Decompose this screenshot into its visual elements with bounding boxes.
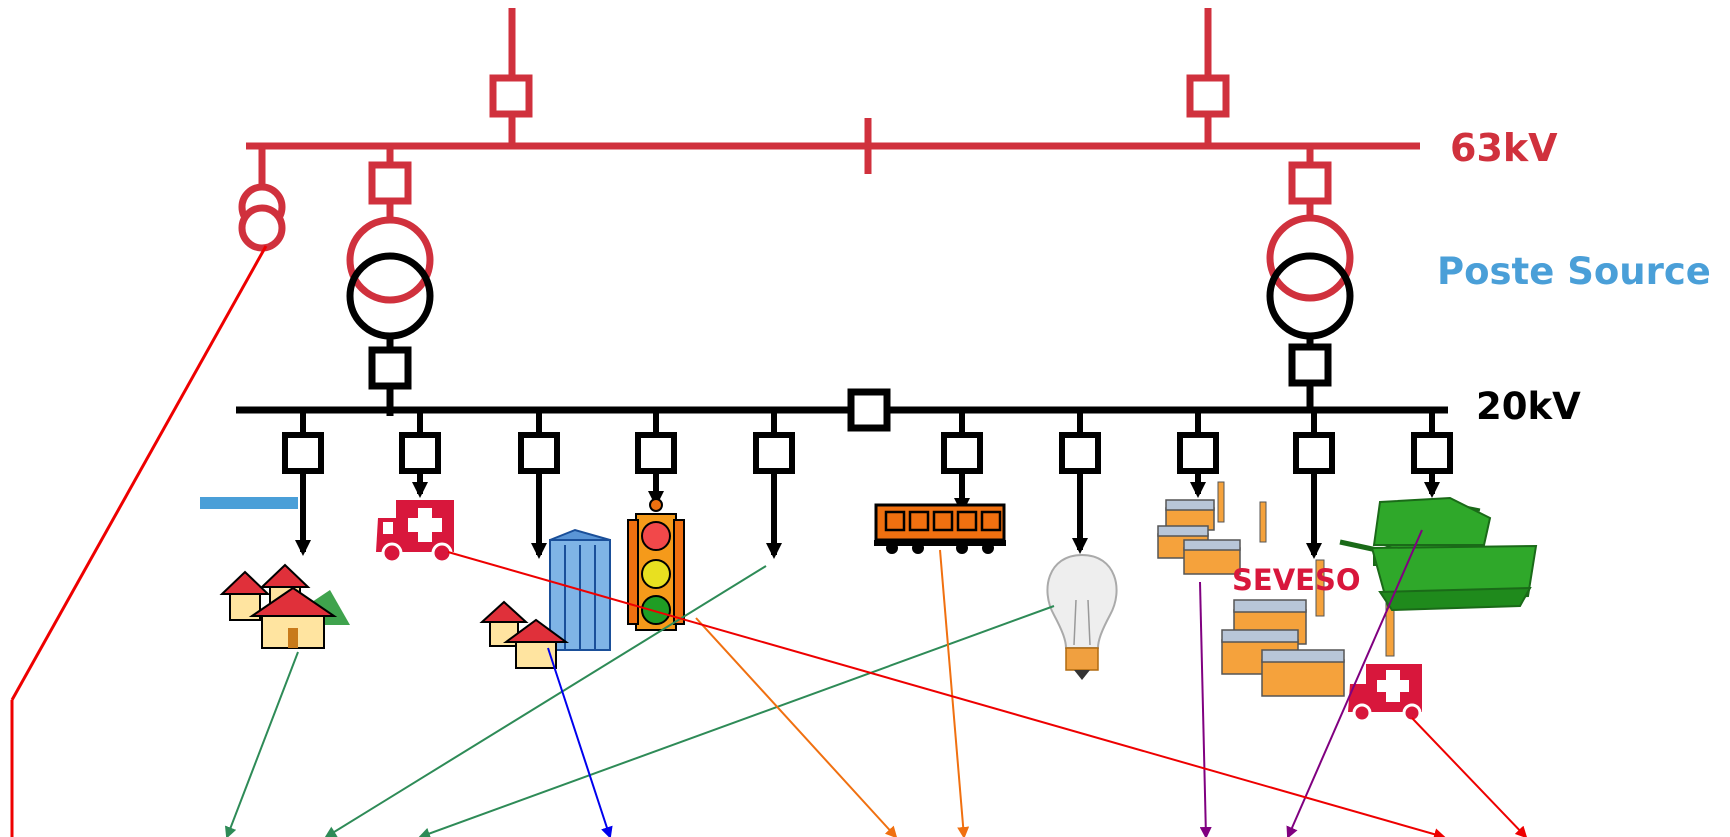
feeder-breaker-tram [941, 432, 983, 474]
arrow-military [1286, 529, 1423, 837]
mv-network [236, 252, 1448, 432]
factory-icon [1157, 481, 1267, 575]
aux-supply-line [10, 245, 268, 837]
tram-icon [874, 503, 1006, 554]
ambulance-icon [376, 500, 454, 564]
tank-icon [1339, 496, 1538, 612]
arrow-office [547, 647, 613, 837]
hv-incomer-2-breaker [1186, 74, 1230, 118]
tr1-hv-breaker [368, 161, 412, 205]
feeder-breaker-traffic-light [635, 432, 677, 474]
mv-feeders [282, 410, 1453, 559]
arrow-feeder-5 [324, 565, 767, 837]
seveso-factory-icon [1221, 559, 1395, 697]
hv-incomer-1-breaker [489, 74, 533, 118]
substation-label: Poste Source [1437, 250, 1711, 293]
feeder-breaker-ambulance [399, 432, 441, 474]
traffic-light-icon [627, 498, 685, 631]
tr2-hv-breaker [1288, 161, 1332, 205]
transformer-1-mv-winding [346, 252, 434, 340]
feeder-breaker-seveso-site [1293, 432, 1335, 474]
arrow-ambulance-2 [1411, 717, 1528, 837]
seveso-label: SEVESO [1232, 563, 1361, 597]
tr1-mv-breaker [368, 346, 412, 390]
feeder-breaker-feeder-5 [753, 432, 795, 474]
arrow-traffic-light [695, 617, 898, 837]
hv-network [238, 8, 1420, 304]
feeder-breaker-houses [282, 432, 324, 474]
light-bulb-icon [1046, 553, 1118, 680]
hv-voltage-label: 63kV [1450, 126, 1558, 170]
office-building-icon [479, 528, 611, 669]
transformer-2-hv-winding [1266, 214, 1354, 302]
tr2-mv-breaker [1288, 343, 1332, 387]
flow-arrows [224, 529, 1528, 837]
arrow-tram [939, 549, 970, 837]
arrow-houses [224, 651, 299, 837]
transformer-1-hv-winding [346, 216, 434, 304]
feeder-breaker-lighting [1059, 432, 1101, 474]
mv-bus-coupler [847, 388, 891, 432]
mv-voltage-label: 20kV [1476, 385, 1581, 428]
feeder-breaker-office-and-houses [518, 432, 560, 474]
arrow-ambulance [447, 551, 1446, 837]
arrow-factory [1199, 581, 1212, 837]
houses-icon [219, 563, 350, 649]
feeder-breaker-military [1411, 432, 1453, 474]
feeder-breaker-factory [1177, 432, 1219, 474]
ambulance-icon-2 [1348, 664, 1422, 723]
